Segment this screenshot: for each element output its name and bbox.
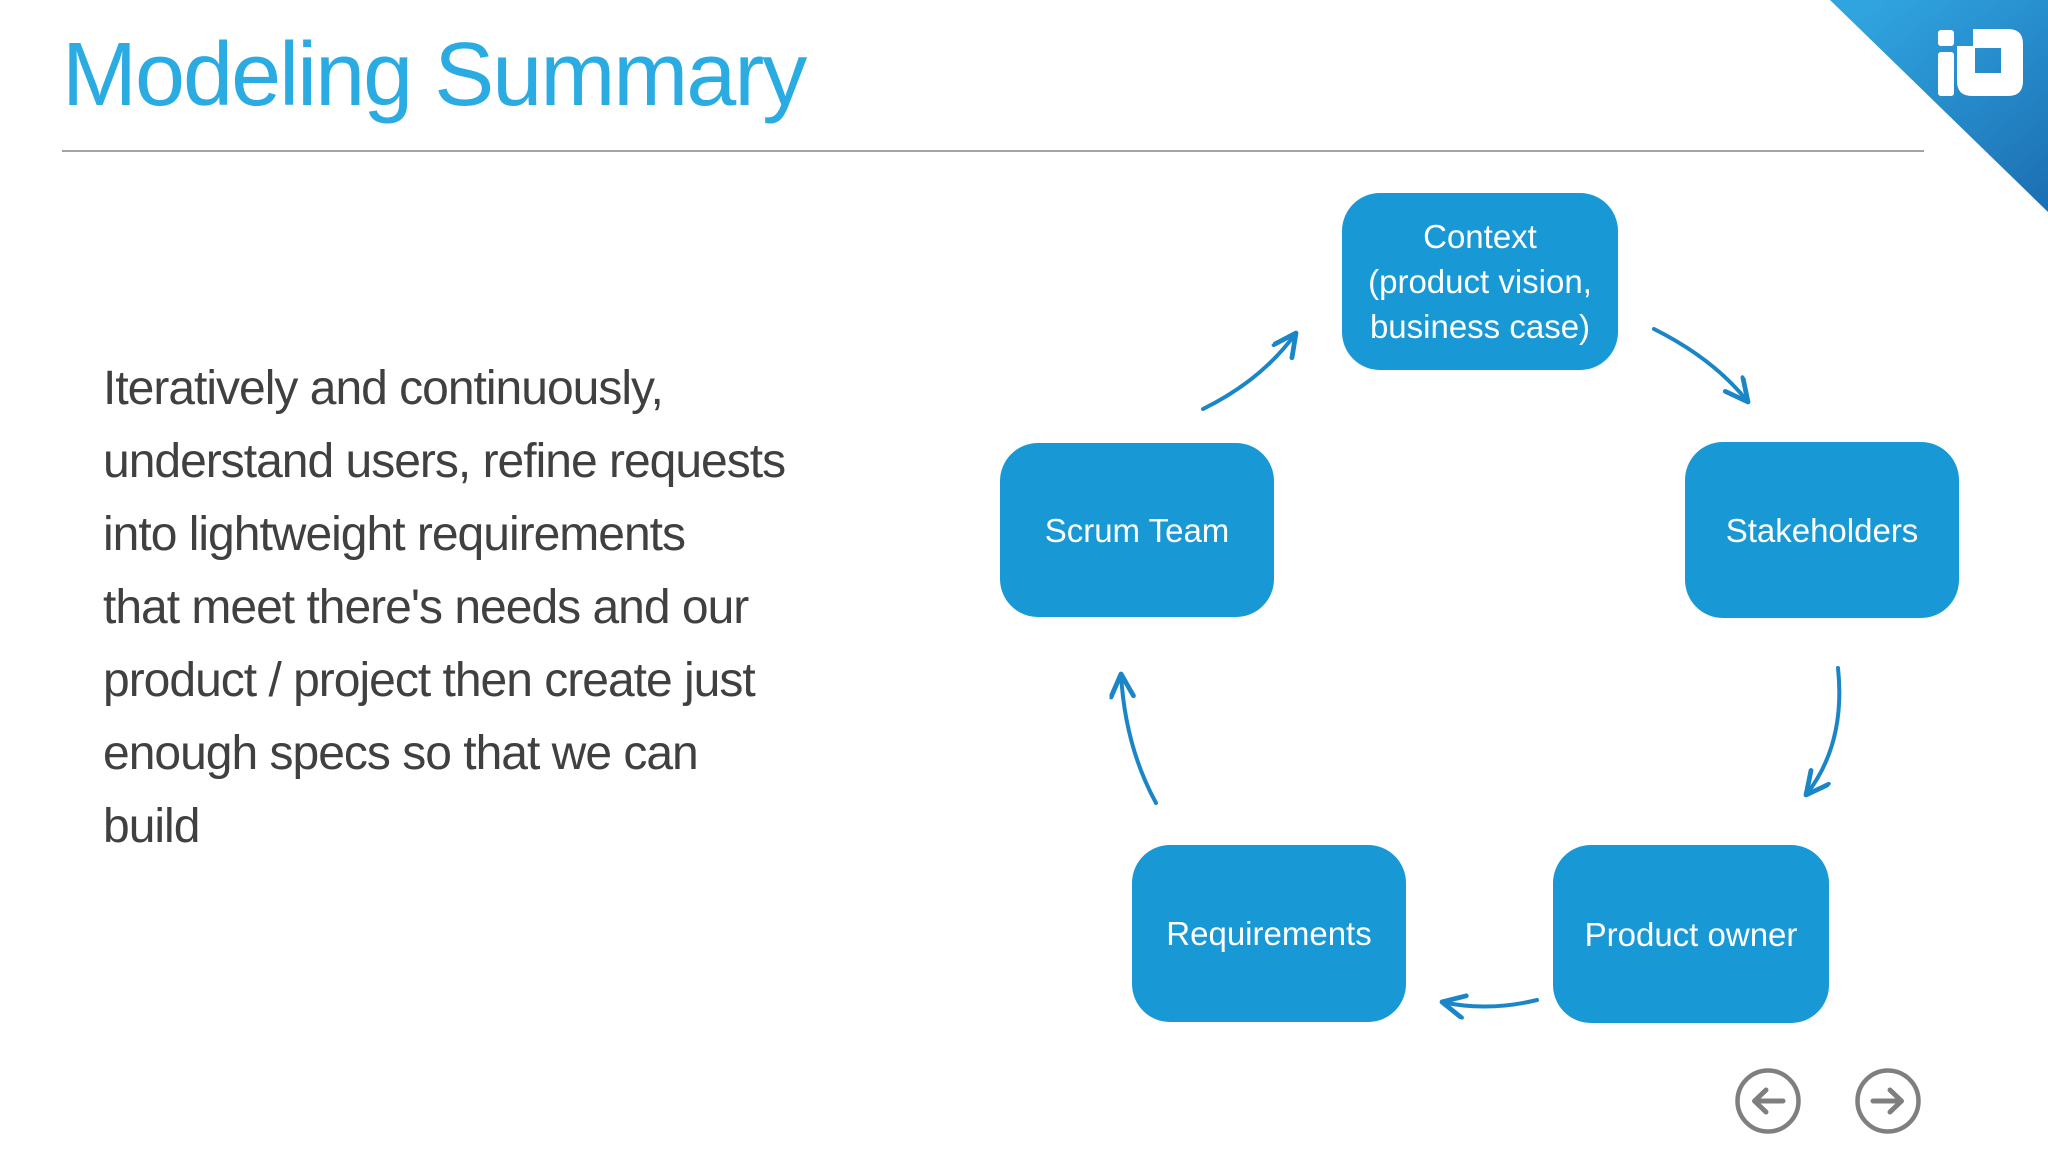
arrow-product-owner-to-requirements <box>1442 1000 1539 1007</box>
node-requirements: Requirements <box>1132 845 1406 1022</box>
arrow-right-icon <box>1855 1068 1921 1134</box>
node-scrum-team: Scrum Team <box>1000 443 1274 617</box>
title-divider <box>62 150 1924 152</box>
node-context-line1: Context <box>1423 218 1537 255</box>
node-requirements-label: Requirements <box>1166 915 1372 952</box>
page-title: Modeling Summary <box>62 25 807 125</box>
node-context: Context (product vision, business case) <box>1342 193 1618 370</box>
node-stakeholders-label: Stakeholders <box>1725 511 1919 549</box>
arrow-context-to-stakeholders <box>1652 327 1748 402</box>
node-context-line2: (product vision, <box>1368 263 1592 300</box>
node-context-line3: business case) <box>1369 308 1591 345</box>
arrow-requirements-to-scrum <box>1121 674 1158 805</box>
node-product-owner: Product owner <box>1553 845 1829 1023</box>
corner-triangle-shape <box>1830 0 2048 212</box>
arrow-stakeholders-to-product-owner <box>1806 666 1842 795</box>
corner-accent-triangle <box>1830 0 2048 212</box>
node-product-owner-label: Product owner <box>1584 915 1798 953</box>
prev-slide-button[interactable] <box>1734 1067 1802 1135</box>
node-scrum-team-label: Scrum Team <box>1044 511 1230 549</box>
brand-logo-icon <box>1938 29 2023 96</box>
next-slide-button[interactable] <box>1854 1067 1922 1135</box>
body-text: Iteratively and continuously, understand… <box>103 362 786 853</box>
arrow-scrum-to-context <box>1201 333 1296 411</box>
arrow-left-icon <box>1735 1068 1801 1134</box>
node-stakeholders: Stakeholders <box>1685 442 1959 618</box>
